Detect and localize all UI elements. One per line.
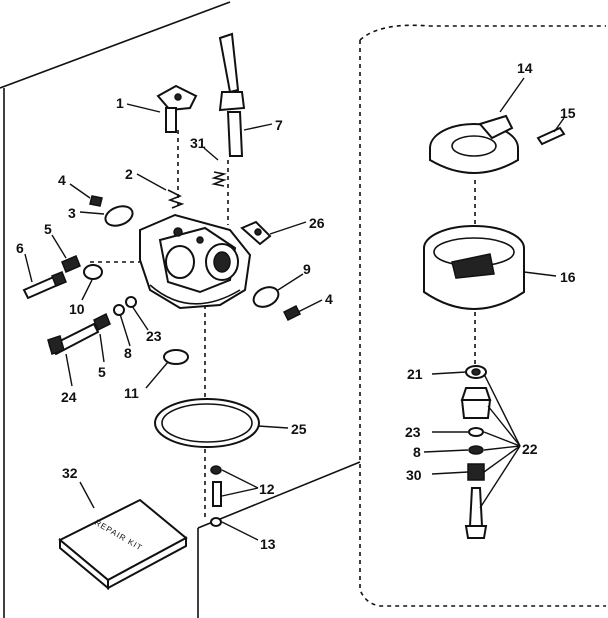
bowl-nut: [465, 365, 487, 379]
callout-24: 24: [61, 389, 77, 405]
callout-15: 15: [560, 105, 576, 121]
callout-21: 21: [407, 366, 423, 382]
float-pin: [210, 465, 222, 507]
callout-22: 22: [522, 441, 538, 457]
mixture-needle: [47, 312, 111, 356]
hinge-pin: [536, 126, 566, 146]
spring-30: [467, 463, 485, 481]
callout-4-lower: 4: [325, 291, 333, 307]
washer-8-left: [113, 304, 125, 316]
gasket-11: [163, 349, 189, 365]
washer-8-right: [468, 445, 484, 455]
throttle-plate: [104, 205, 134, 227]
clip-13: [210, 517, 222, 527]
callout-8-left: 8: [124, 345, 132, 361]
callout-13: 13: [260, 536, 276, 552]
callout-1: 1: [116, 95, 124, 111]
o-ring-23-right: [468, 427, 484, 437]
idle-spring: [167, 189, 185, 209]
float-bowl: [423, 225, 525, 310]
callout-32: 32: [62, 465, 78, 481]
callout-12: 12: [259, 481, 275, 497]
screw-6: [22, 271, 67, 300]
leader-lines: [24, 77, 565, 541]
assembly-lines: [90, 130, 476, 520]
callout-23-left: 23: [146, 328, 162, 344]
bowl-gasket-ring: [154, 398, 260, 448]
callout-30: 30: [406, 467, 422, 483]
callout-4-upper: 4: [58, 172, 66, 188]
callout-numbers: 1 7 31 2 4 3 26 6 5 9 4 10 23 8 24 5 11 …: [16, 60, 576, 552]
fuel-fitting: [240, 220, 272, 246]
spring-5-upper: [61, 255, 81, 273]
callout-5-lower: 5: [98, 364, 106, 380]
callout-14: 14: [517, 60, 533, 76]
seal-10: [83, 264, 103, 280]
screw-upper: [89, 195, 103, 207]
bowl-group-outline: [359, 24, 606, 607]
throttle-lever: [156, 84, 198, 133]
callout-10: 10: [69, 301, 85, 317]
o-ring-23-left: [125, 296, 137, 308]
callout-6: 6: [16, 240, 24, 256]
repair-kit-box: REPAIR KIT: [58, 498, 188, 591]
choke-lever: [218, 32, 246, 157]
spring: [211, 171, 227, 187]
callout-11: 11: [124, 385, 139, 401]
callout-7: 7: [275, 117, 283, 133]
callout-8-right: 8: [413, 444, 421, 460]
main-jet-assembly: [460, 387, 492, 419]
callout-31: 31: [190, 135, 206, 151]
callout-9: 9: [303, 261, 311, 277]
screw-lower: [282, 304, 302, 322]
callout-3: 3: [68, 205, 76, 221]
carburetor-body: [139, 213, 252, 310]
choke-plate: [252, 286, 280, 308]
bowl-float-top: [429, 114, 519, 174]
callout-23-right: 23: [405, 424, 421, 440]
callout-2: 2: [125, 166, 133, 182]
callout-16: 16: [560, 269, 576, 285]
frame-lines: [0, 1, 361, 618]
callout-25: 25: [291, 421, 307, 437]
callout-5-upper: 5: [44, 221, 52, 237]
needle-valve: [464, 487, 488, 539]
callout-26: 26: [309, 215, 325, 231]
